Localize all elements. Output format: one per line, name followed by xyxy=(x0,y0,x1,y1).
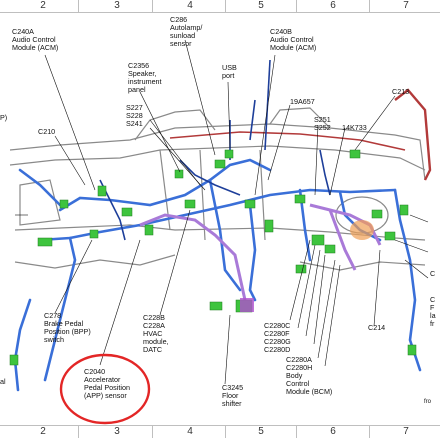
grid-ruler-bottom: 2 3 4 5 6 7 xyxy=(0,425,440,438)
grid-tick xyxy=(296,0,297,12)
label-s251-s252: S251 S252 xyxy=(314,115,331,132)
label-c278: C278 Brake Pedal Position (BPP) switch xyxy=(44,311,91,344)
leader-lines xyxy=(15,39,429,385)
label-c210: C210 xyxy=(38,127,56,136)
label-edge-right-1: C xyxy=(430,269,436,278)
label-edge-bottom-right: fro xyxy=(424,399,432,405)
label-c286: C286 Autolamp/ sunload sensor xyxy=(170,15,203,48)
upper-harness-red xyxy=(169,131,406,151)
label-c2280a-bcm: C2280A C2280H Body Control Module (BCM) xyxy=(286,355,333,396)
grid-tick xyxy=(225,426,226,438)
label-c213: C213 xyxy=(392,87,410,96)
hvac-blower xyxy=(350,220,374,240)
label-edge-left-2: al xyxy=(0,377,6,386)
label-c240b: C240B Audio Control Module (ACM) xyxy=(270,27,317,52)
grid-tick xyxy=(78,426,79,438)
grid-num: 2 xyxy=(40,0,46,11)
label-c2040-app-sensor: C2040 Accelerator Pedal Position (APP) s… xyxy=(84,367,130,400)
label-19a657: 19A657 xyxy=(290,97,315,106)
grid-num: 4 xyxy=(187,426,193,437)
grid-tick xyxy=(78,0,79,12)
hvac-harness-purple xyxy=(139,203,382,301)
grid-num: 6 xyxy=(330,0,336,11)
instrument-panel-outline xyxy=(9,107,426,271)
label-c228b: C228B C228A HVAC module, DATC xyxy=(143,313,169,354)
label-usb-port: USB port xyxy=(222,63,237,80)
label-14k733: 14K733 xyxy=(342,123,367,132)
label-c3245: C3245 Floor shifter xyxy=(222,383,244,408)
label-edge-left-1: P) xyxy=(0,113,8,122)
grid-tick xyxy=(225,0,226,12)
grid-tick xyxy=(152,0,153,12)
grid-tick xyxy=(296,426,297,438)
grid-num: 3 xyxy=(114,0,120,11)
label-c2356: C2356 Speaker, instrument panel xyxy=(128,61,162,94)
grid-num: 2 xyxy=(40,426,46,437)
main-harness-blue xyxy=(13,158,422,392)
grid-num: 3 xyxy=(114,426,120,437)
grid-num: 7 xyxy=(403,0,409,11)
label-c214: C214 xyxy=(368,323,386,332)
windshield-pillar xyxy=(394,88,432,181)
label-edge-right-2: C F la fr xyxy=(430,295,436,328)
grid-tick xyxy=(152,426,153,438)
grid-num: 6 xyxy=(330,426,336,437)
grid-ruler-top: 2 3 4 5 6 7 xyxy=(0,0,440,13)
label-s227-s228-s241: S227 S228 S241 xyxy=(126,103,143,128)
label-c2280c-group: C2280C C2280F C2280G C2280D xyxy=(264,321,291,354)
grid-num: 5 xyxy=(258,426,264,437)
grid-num: 7 xyxy=(403,426,409,437)
hvac-connector xyxy=(240,298,254,312)
grid-num: 5 xyxy=(258,0,264,11)
grid-tick xyxy=(369,0,370,12)
label-c240a: C240A Audio Control Module (ACM) xyxy=(12,27,59,52)
grid-tick xyxy=(369,426,370,438)
highlight-circle xyxy=(59,353,151,425)
grid-num: 4 xyxy=(187,0,193,11)
